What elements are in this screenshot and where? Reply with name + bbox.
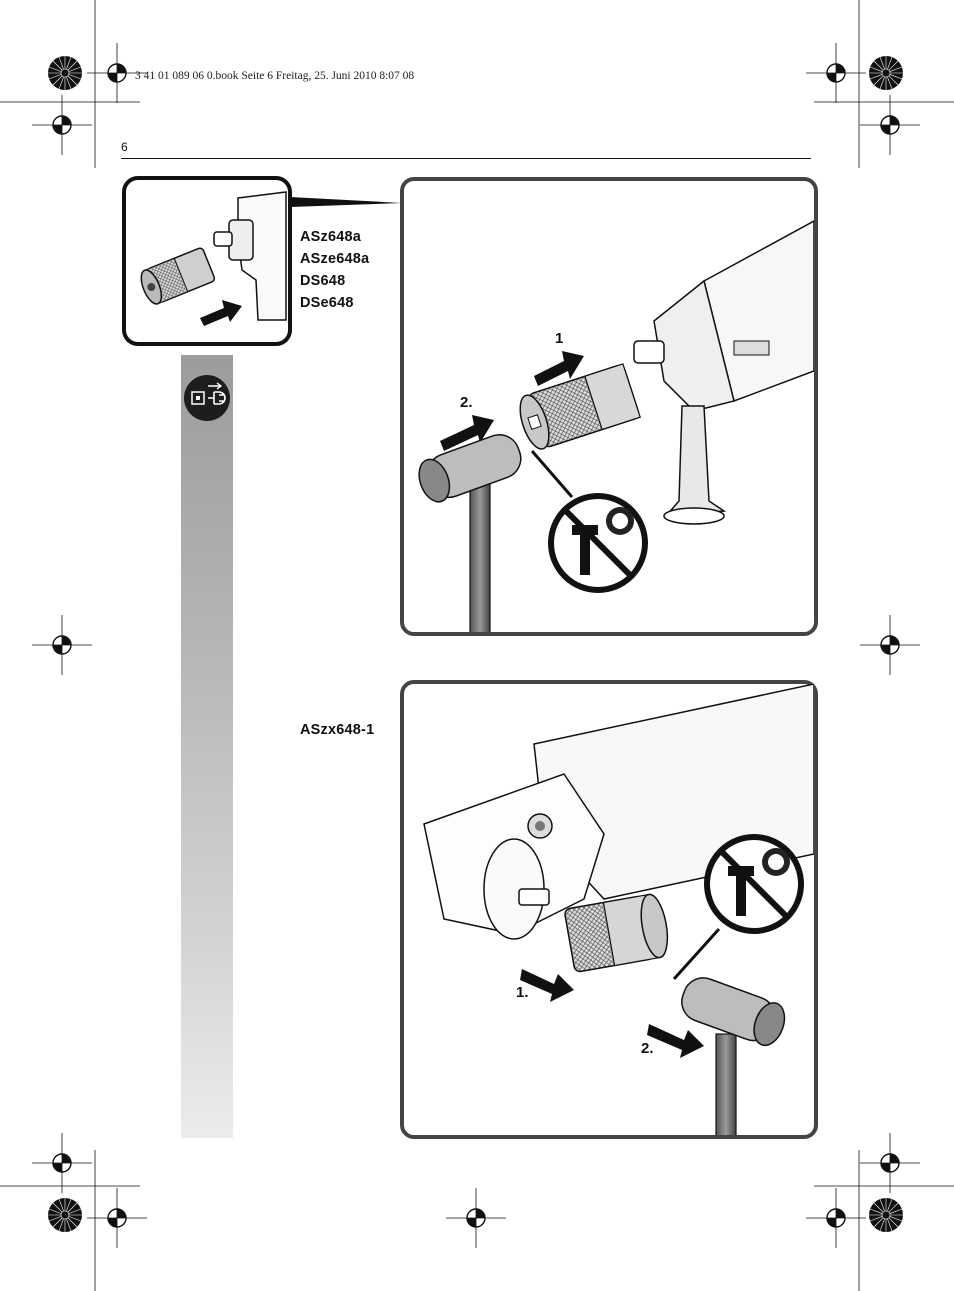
model-label: DSe648 — [300, 295, 354, 311]
step-1-label: 1 — [555, 330, 564, 347]
printer-rosette-icon — [868, 1197, 904, 1233]
arrow-icon — [520, 969, 574, 1002]
header-rule — [121, 158, 811, 159]
inset-connector — [290, 197, 402, 207]
model-list-top: ASz648a ASze648a DS648 DSe648 — [300, 226, 369, 314]
figure-frame-top — [400, 177, 818, 636]
model-label: ASz648a — [300, 229, 362, 245]
inset-chuck-illustration — [140, 191, 287, 326]
no-hammer-icon — [704, 834, 804, 934]
figure-frame-bottom — [400, 680, 818, 1139]
arrow-icon — [647, 1024, 704, 1058]
step-2-label: 2. — [641, 1040, 654, 1057]
model-label: ASze648a — [300, 251, 370, 267]
model-label-bottom: ASzx648-1 — [300, 722, 375, 738]
print-file-info: 3 41 01 089 06 0.book Seite 6 Freitag, 2… — [135, 70, 415, 82]
printer-rosette-icon — [47, 1197, 83, 1233]
model-label: DS648 — [300, 273, 346, 289]
printer-rosette-icon — [868, 55, 904, 91]
step-1-label: 1. — [516, 984, 529, 1001]
no-hammer-icon — [548, 493, 648, 593]
unplug-icon — [184, 375, 230, 421]
chuck-removal-illustration-top — [418, 220, 814, 632]
arrow-icon — [534, 351, 584, 386]
step-2-label: 2. — [460, 394, 473, 411]
inset-detail-frame — [122, 176, 292, 346]
chuck-removal-illustration-bottom — [423, 684, 814, 1135]
page-number: 6 — [121, 140, 128, 154]
side-tab-bar — [181, 355, 233, 1138]
printer-rosette-icon — [47, 55, 83, 91]
